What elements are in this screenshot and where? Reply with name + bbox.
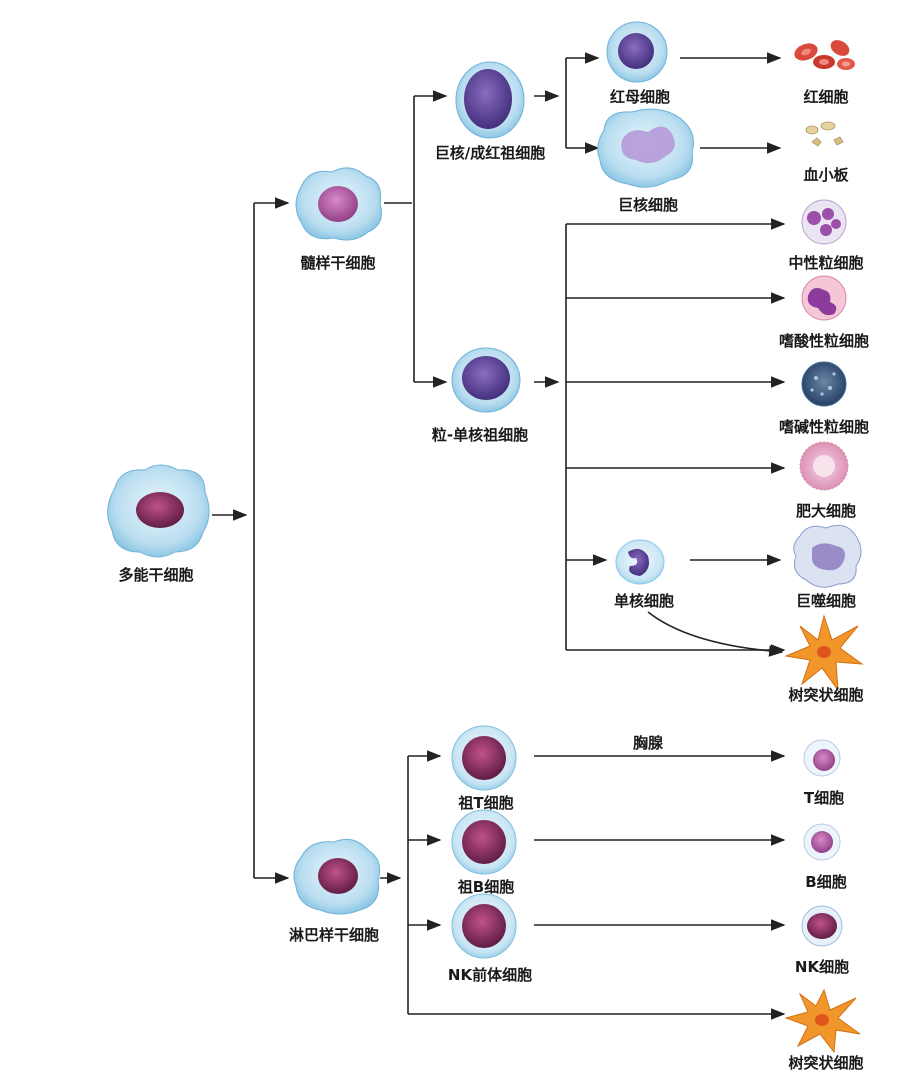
macrophage-image xyxy=(793,524,862,588)
t-cell-image xyxy=(803,739,841,777)
label-myeloid-stem: 髓样干细胞 xyxy=(300,254,375,272)
labels: 多能干细胞 髓样干细胞 巨核/成红祖细胞 红母细胞 巨核细胞 红细胞 血小板 粒… xyxy=(118,88,869,1072)
label-erythroblast: 红母细胞 xyxy=(610,88,670,106)
megakaryocyte-image xyxy=(597,108,694,188)
dendritic-cell-myeloid-image xyxy=(784,614,864,692)
red-blood-cells-image xyxy=(794,40,855,70)
label-basophil: 嗜碱性粒细胞 xyxy=(779,418,869,436)
label-b-cell: B细胞 xyxy=(805,873,846,891)
label-macrophage: 巨噬细胞 xyxy=(796,592,856,610)
monocyte-image xyxy=(615,539,665,585)
granulocyte-monocyte-progenitor-image xyxy=(451,347,521,413)
mast-cell-image xyxy=(799,441,849,491)
label-megakaryocyte: 巨核细胞 xyxy=(618,196,678,214)
cell-illustrations xyxy=(107,21,864,1054)
label-dendritic-myeloid: 树突状细胞 xyxy=(788,686,863,704)
myeloid-stem-cell-image xyxy=(295,167,382,241)
label-mep: 巨核/成红祖细胞 xyxy=(435,144,545,162)
basophil-image xyxy=(801,361,847,407)
label-monocyte: 单核细胞 xyxy=(614,592,674,610)
pro-t-cell-image xyxy=(451,725,517,791)
label-mast-cell: 肥大细胞 xyxy=(796,502,856,520)
label-pro-b: 祖B细胞 xyxy=(457,878,514,896)
lymphoid-stem-cell-image xyxy=(293,838,381,915)
label-neutrophil: 中性粒细胞 xyxy=(788,254,863,272)
label-platelet: 血小板 xyxy=(803,166,849,184)
label-t-cell: T细胞 xyxy=(804,789,844,807)
label-nk-cell: NK细胞 xyxy=(795,958,849,976)
eosinophil-image xyxy=(801,275,847,321)
label-lymphoid-stem: 淋巴样干细胞 xyxy=(289,926,379,944)
connectors xyxy=(212,52,786,1020)
label-nk-precursor: NK前体细胞 xyxy=(448,966,532,984)
pluripotent-stem-cell-image xyxy=(107,464,210,558)
nk-precursor-cell-image xyxy=(451,893,517,959)
platelets-image xyxy=(805,121,844,147)
pro-b-cell-image xyxy=(451,809,517,875)
erythroblast-image xyxy=(606,21,668,83)
dendritic-cell-lymphoid-image xyxy=(784,988,861,1054)
label-gmp: 粒-单核祖细胞 xyxy=(432,426,528,444)
b-cell-image xyxy=(803,823,841,861)
nk-cell-image xyxy=(801,905,843,947)
label-pluripotent: 多能干细胞 xyxy=(118,566,193,584)
megakaryocyte-erythroid-progenitor-image xyxy=(455,61,525,139)
label-dendritic-lymphoid: 树突状细胞 xyxy=(788,1054,863,1072)
neutrophil-image xyxy=(801,199,847,245)
label-pro-t: 祖T细胞 xyxy=(457,794,513,812)
arrow-mono-dc xyxy=(647,611,784,657)
label-red-blood-cell: 红细胞 xyxy=(803,88,848,106)
label-thymus: 胸腺 xyxy=(633,734,664,752)
label-eosinophil: 嗜酸性粒细胞 xyxy=(779,332,869,350)
